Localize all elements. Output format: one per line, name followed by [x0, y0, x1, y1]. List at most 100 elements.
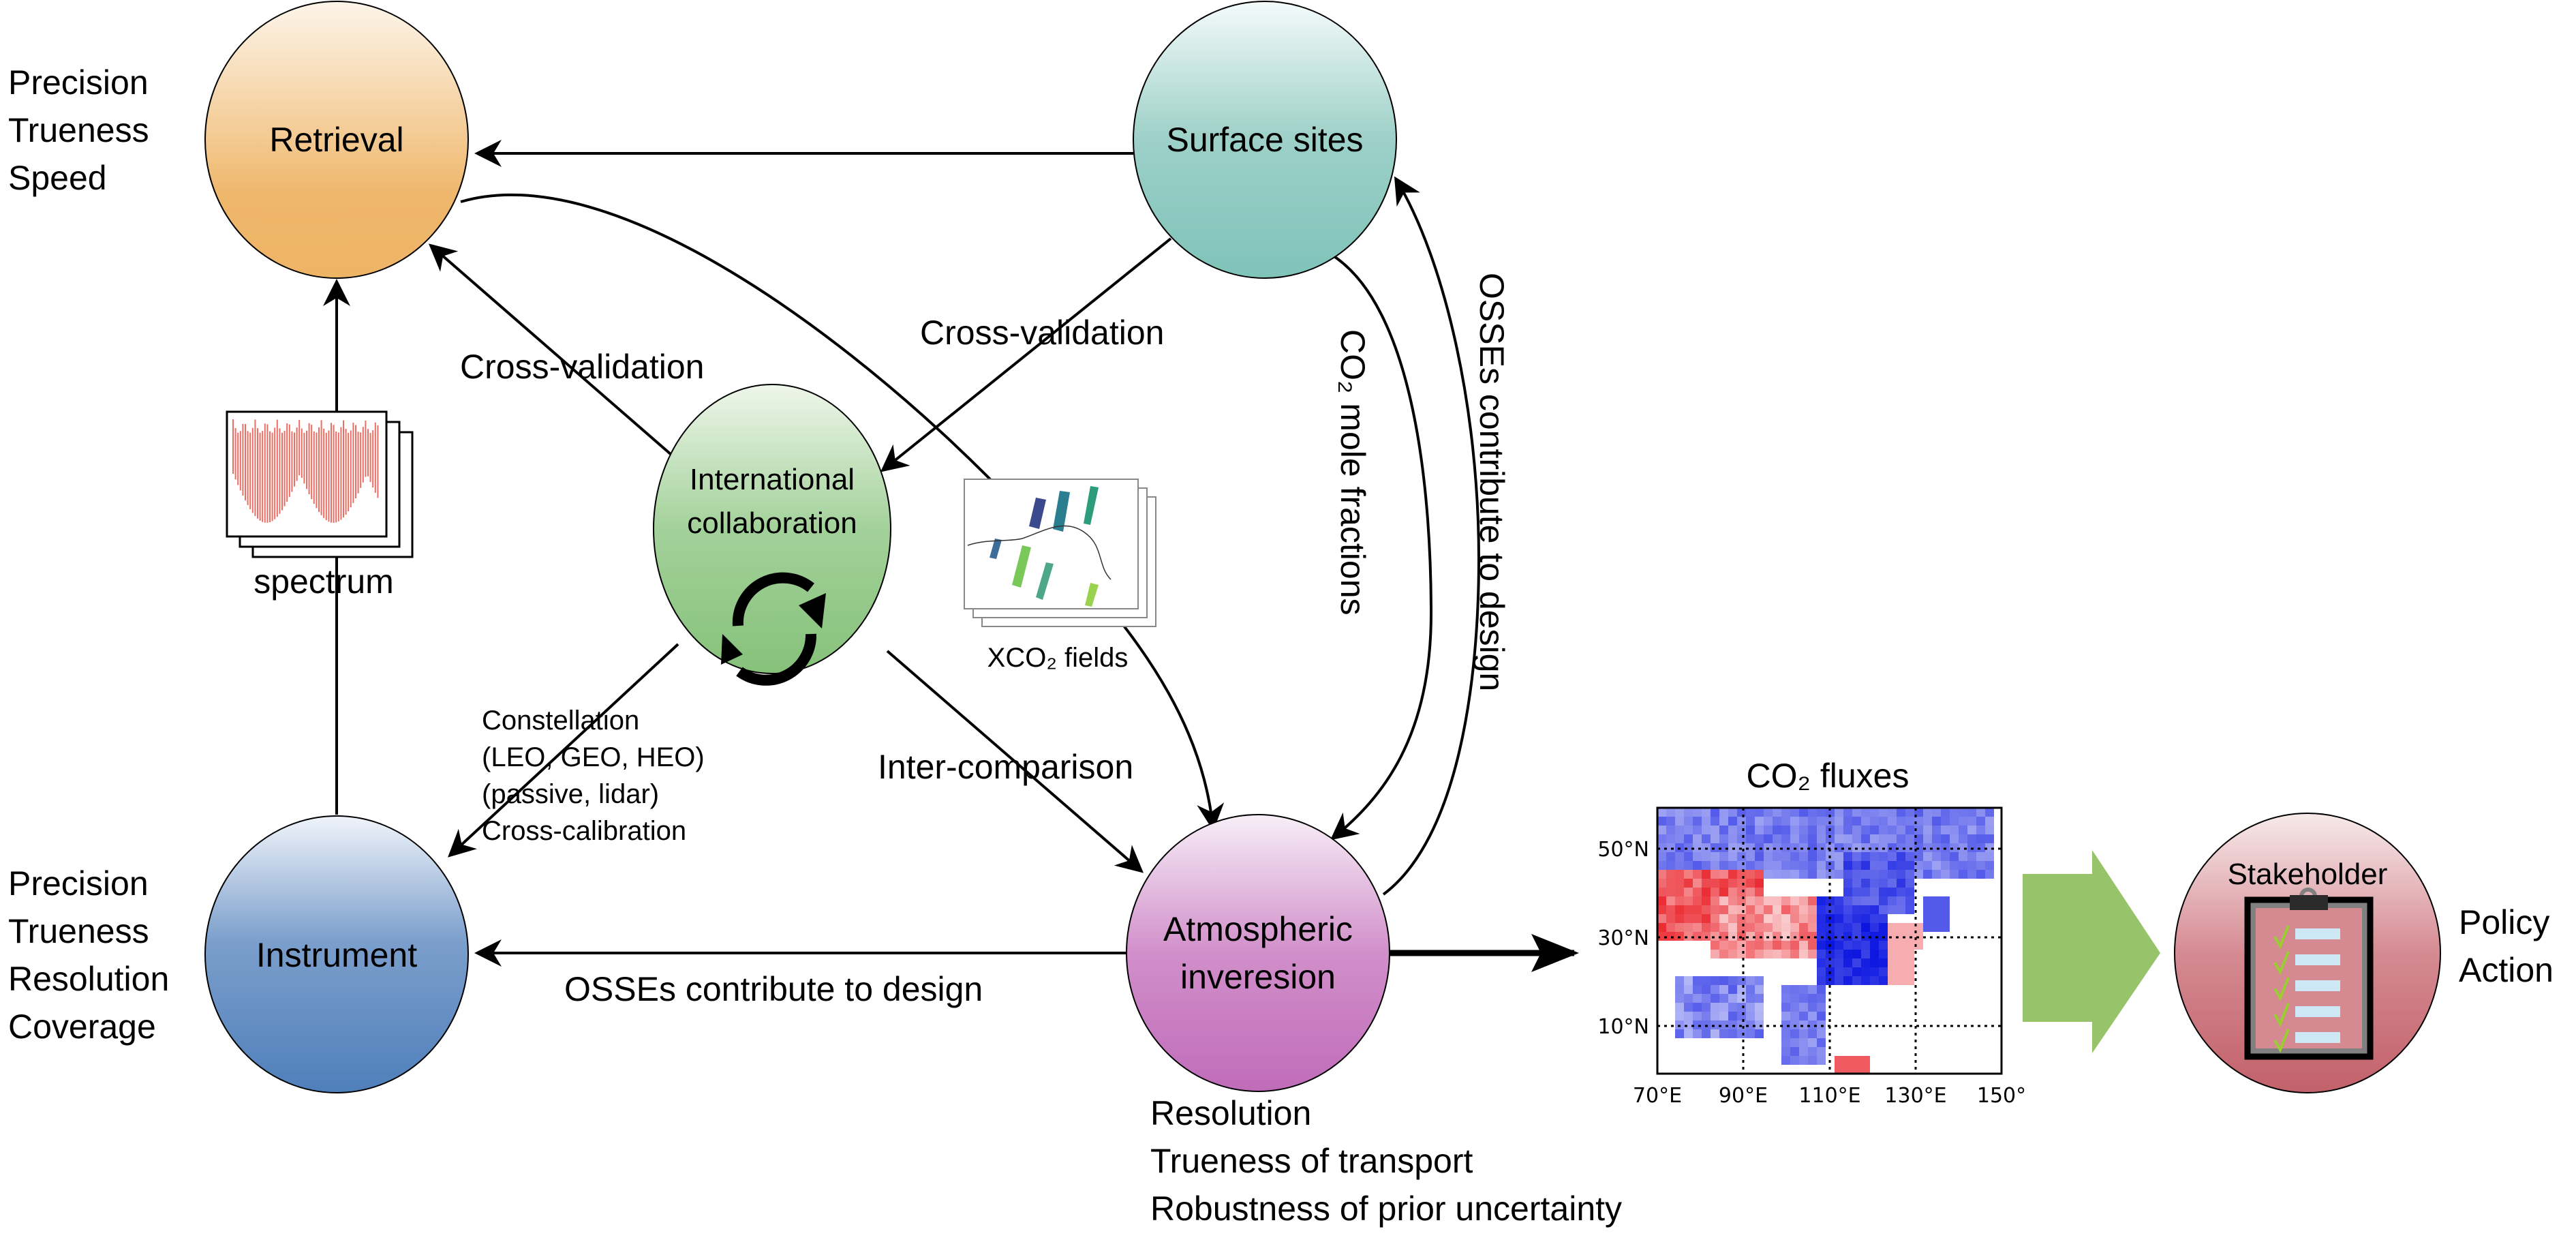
flux-cell	[1790, 861, 1799, 870]
flux-cell	[1755, 1029, 1764, 1038]
label-cross-validation-right: Cross-validation	[920, 314, 1164, 352]
flux-cell	[1702, 994, 1711, 1003]
checkmark-icon	[2273, 977, 2290, 1001]
flux-cell	[1773, 896, 1781, 905]
node-stakeholder[interactable]: Stakeholder	[2174, 813, 2441, 1093]
flux-cell	[1746, 941, 1755, 950]
flux-cell	[1737, 1029, 1746, 1038]
flux-cell	[1843, 914, 1852, 923]
constellation-line: (LEO, GEO, HEO)	[482, 742, 705, 772]
flux-cell	[1728, 905, 1737, 914]
spectrum-lines	[232, 419, 379, 523]
flux-cell	[1835, 852, 1843, 861]
flux-cell	[1826, 817, 1835, 826]
flux-cell	[1755, 985, 1764, 994]
flux-cell	[1843, 896, 1852, 905]
flux-cell	[1719, 905, 1728, 914]
flux-cell	[1870, 976, 1879, 985]
flux-cell	[1817, 967, 1826, 976]
flux-cell	[1835, 861, 1843, 870]
checklist-row	[2273, 1003, 2340, 1027]
flux-cell	[1728, 941, 1737, 950]
flux-cell	[1657, 861, 1666, 870]
node-surface-sites[interactable]: Surface sites	[1133, 1, 1397, 279]
node-international-collaboration[interactable]: International collaboration	[653, 384, 891, 686]
flux-cell	[1799, 1029, 1808, 1038]
flux-cell	[1808, 923, 1817, 932]
flux-cell	[1728, 1003, 1737, 1012]
node-atmospheric-label-2: inveresion	[1180, 958, 1336, 996]
checkmark-icon	[2273, 1003, 2290, 1027]
flux-cell	[1666, 826, 1675, 834]
flux-cell	[1666, 888, 1675, 896]
flux-cell	[1675, 1003, 1684, 1012]
flux-cell	[1693, 994, 1702, 1003]
flux-cell	[1879, 826, 1888, 834]
flux-cell	[1861, 834, 1870, 843]
flux-cell	[1843, 808, 1852, 817]
flux-cell	[1870, 914, 1879, 923]
flux-cell	[1675, 834, 1684, 843]
flux-cell	[1959, 834, 1967, 843]
flux-cell	[1950, 834, 1959, 843]
flux-gridlines	[1657, 808, 2002, 1074]
instrument-attr: Precision	[8, 864, 149, 903]
flux-cell	[1755, 808, 1764, 817]
flux-cell	[1755, 826, 1764, 834]
flux-cell	[1923, 923, 1932, 932]
xco2-thumbnail: XCO₂ fields	[964, 479, 1156, 673]
flux-cell	[1693, 923, 1702, 932]
flux-cell	[1790, 941, 1799, 950]
flux-cell	[1905, 817, 1914, 826]
flux-cell	[1728, 888, 1737, 896]
flux-cell	[1897, 976, 1905, 985]
flux-cell	[1808, 1047, 1817, 1056]
label-cross-validation-left: Cross-validation	[460, 348, 704, 386]
flux-cell	[1843, 1065, 1852, 1074]
flux-cell	[1852, 888, 1861, 896]
checklist-bar	[2295, 980, 2340, 991]
flux-cell	[1808, 1012, 1817, 1020]
flux-cell	[1826, 834, 1835, 843]
flux-cell	[1693, 1012, 1702, 1020]
flux-cell	[1888, 834, 1897, 843]
node-atmospheric-inversion[interactable]: Atmospheric inveresion	[1126, 814, 1390, 1092]
checklist-bar	[2295, 1032, 2340, 1043]
flux-cell	[1693, 914, 1702, 923]
flux-cell	[1852, 861, 1861, 870]
flux-cell	[1799, 852, 1808, 861]
flux-cell	[1808, 852, 1817, 861]
flux-cell	[1870, 950, 1879, 958]
flux-cell	[1657, 932, 1666, 941]
node-retrieval[interactable]: Retrieval	[204, 1, 469, 279]
flux-cell	[1888, 958, 1897, 967]
flux-cell	[1711, 808, 1719, 817]
flux-cell	[1773, 932, 1781, 941]
flux-cell	[1799, 896, 1808, 905]
flux-cell	[1790, 870, 1799, 879]
flux-cell	[1870, 958, 1879, 967]
flux-cell	[1790, 852, 1799, 861]
flux-cell	[1852, 896, 1861, 905]
flux-cell	[1790, 994, 1799, 1003]
flux-cell	[1675, 826, 1684, 834]
flux-cell	[1897, 896, 1905, 905]
flux-cell	[1790, 817, 1799, 826]
flux-cell	[1711, 994, 1719, 1003]
flux-cell	[1923, 861, 1932, 870]
flux-cell	[1852, 826, 1861, 834]
flux-cell	[1702, 870, 1711, 879]
flux-cell	[1808, 1029, 1817, 1038]
flux-cell	[1719, 817, 1728, 826]
flux-cell	[1657, 879, 1666, 888]
flux-cell	[1781, 985, 1790, 994]
flux-cell	[1755, 976, 1764, 985]
flux-cell	[1870, 923, 1879, 932]
flux-cell	[1781, 1020, 1790, 1029]
flux-cell	[1985, 826, 1994, 834]
flux-cell	[1719, 870, 1728, 879]
node-instrument[interactable]: Instrument	[204, 815, 469, 1093]
flux-cell	[1773, 843, 1781, 852]
flux-cell	[1870, 896, 1879, 905]
flux-cell	[1897, 923, 1905, 932]
